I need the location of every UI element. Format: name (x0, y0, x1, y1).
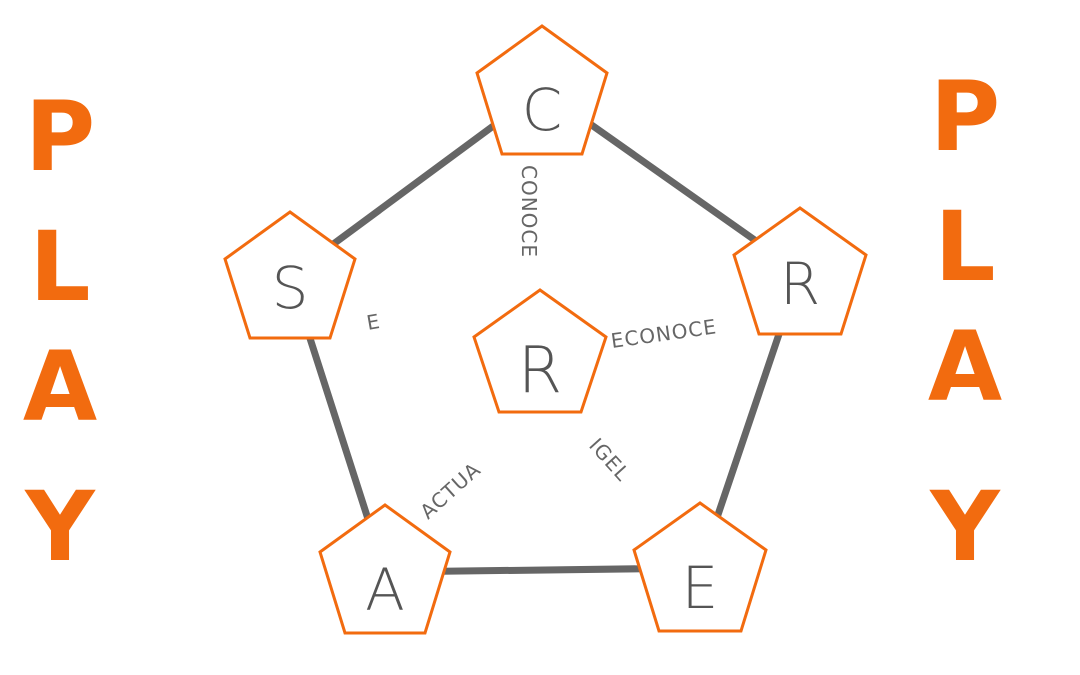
node-bottom-left-letter: A (365, 556, 405, 624)
left-play-letter-4: Y (24, 471, 96, 583)
node-left-letter: S (272, 254, 309, 322)
node-bottom-left: A (318, 503, 452, 635)
left-play-word: P L A Y (23, 81, 97, 583)
right-play-letter-3: A (928, 311, 1002, 423)
node-right-shape (732, 206, 868, 336)
node-center-shape (472, 288, 608, 414)
node-left-shape (223, 210, 357, 340)
node-right: R (732, 206, 868, 336)
node-center: R (472, 288, 608, 414)
node-top: C (475, 24, 609, 156)
right-play-letter-2: L (934, 191, 995, 303)
label-conoce: CONOCE (517, 165, 541, 258)
right-play-letter-4: Y (929, 471, 1001, 583)
right-play-letter-1: P (930, 61, 1000, 173)
node-bottom-right: E (632, 501, 768, 633)
left-play-letter-1: P (25, 81, 95, 193)
label-econoce: ECONOCE (609, 314, 718, 353)
left-play-letter-2: L (29, 211, 90, 323)
node-left: S (223, 210, 357, 340)
node-bottom-right-letter: E (682, 554, 719, 622)
node-center-letter: R (518, 334, 562, 408)
right-play-word: P L A Y (928, 61, 1002, 583)
node-right-letter: R (780, 250, 820, 318)
label-e-left: E (365, 309, 383, 335)
node-bottom-right-shape (632, 501, 768, 633)
node-top-shape (475, 24, 609, 156)
label-igel: IGEL (584, 433, 635, 486)
node-top-letter: C (522, 76, 563, 144)
label-actua: ACTUA (415, 457, 485, 524)
left-play-letter-3: A (23, 331, 97, 443)
node-bottom-left-shape (318, 503, 452, 635)
